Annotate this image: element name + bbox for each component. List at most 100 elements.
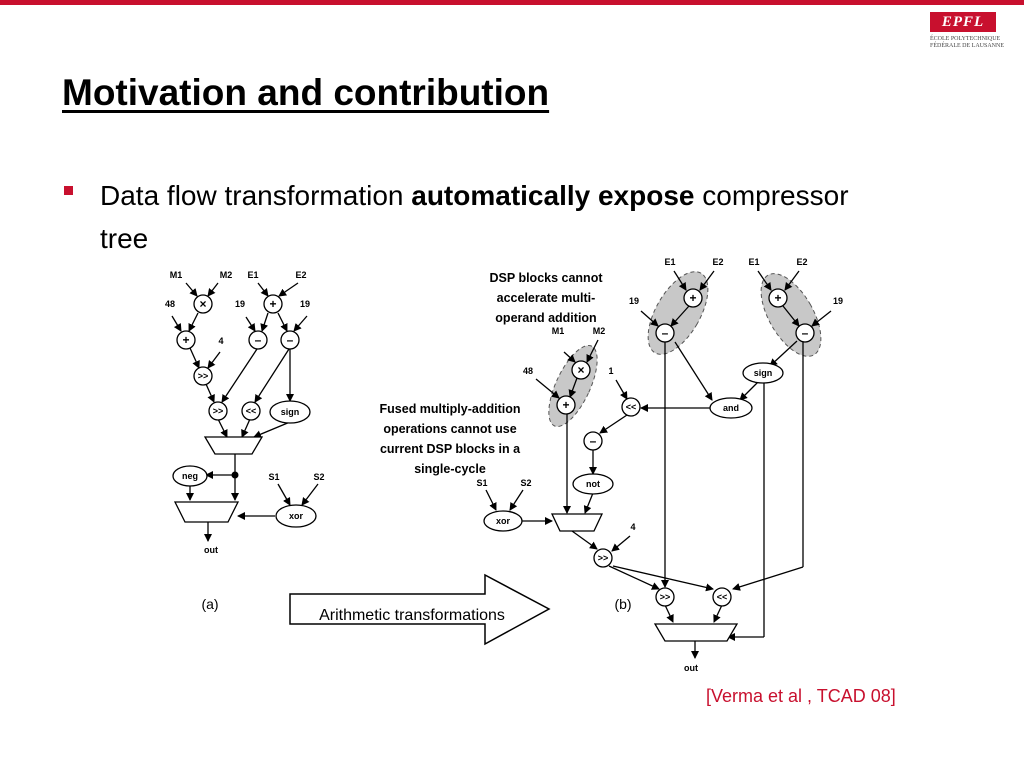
logo-line-2: FÉDÉRALE DE LAUSANNE [930, 43, 1004, 49]
b-input-e1b: E1 [748, 257, 759, 267]
a-mux1 [203, 436, 264, 455]
b-not-label: not [586, 479, 600, 489]
slide-title: Motivation and contribution [62, 72, 550, 113]
b-const-4: 4 [630, 522, 635, 532]
a-const-4: 4 [218, 336, 223, 346]
a-shl-symbol: << [246, 406, 257, 416]
b-input-m1: M1 [552, 326, 565, 336]
a-mux2 [173, 501, 240, 523]
b-add48-symbol: + [562, 398, 569, 412]
a-mul-symbol: × [199, 297, 206, 311]
b-add48-node [556, 395, 576, 415]
note-dsp-line3: operand addition [495, 311, 596, 325]
b-not-node [572, 473, 614, 495]
b-mux1 [550, 513, 604, 532]
a-input-e2: E2 [295, 270, 306, 280]
b-add2-symbol: + [774, 291, 781, 305]
a-add48-symbol: + [182, 333, 189, 347]
b-output-label: out [684, 663, 698, 673]
a-sign-node [269, 400, 311, 424]
b-highlight-3 [548, 344, 598, 428]
b-shr-mid-node [593, 548, 613, 568]
b-mul-node [571, 360, 591, 380]
a-mul-node [193, 294, 213, 314]
a-output-label: out [204, 545, 218, 555]
a-sign-label: sign [281, 407, 300, 417]
b-xor-label: xor [496, 516, 511, 526]
a-neg-node [172, 465, 208, 487]
b-sub-mid-node [583, 431, 603, 451]
note-dsp-line1: DSP blocks cannot [490, 271, 604, 285]
note-fused-line4: single-cycle [414, 462, 486, 476]
a-sub2-symbol: – [287, 333, 294, 347]
diagram-b: E1 E2 E1 E2 19 19 M1 M2 48 1 4 S1 S2 [380, 257, 843, 673]
b-input-e2b: E2 [796, 257, 807, 267]
bullet-marker [64, 186, 73, 195]
bullet-text-bold: automatically expose [411, 180, 695, 211]
logo-mark: EPFL [930, 12, 996, 32]
arrow-label: Arithmetic transformations [319, 607, 505, 624]
b-sub1-symbol: – [662, 326, 669, 340]
a-const-19b: 19 [300, 299, 310, 309]
b-and-node [709, 397, 753, 419]
b-input-s2: S2 [520, 478, 531, 488]
top-accent-bar [0, 0, 1024, 5]
a-const-19a: 19 [235, 299, 245, 309]
b-sub2-symbol: – [802, 326, 809, 340]
b-add1-node [683, 288, 703, 308]
b-add1-symbol: + [689, 291, 696, 305]
b-sub-mid-symbol: – [590, 434, 597, 448]
a-add48-node [176, 330, 196, 350]
b-shl-out-symbol: << [717, 592, 728, 602]
a-sub1-node [248, 330, 268, 350]
b-const-19a: 19 [629, 296, 639, 306]
a-shr1-symbol: >> [198, 371, 209, 381]
a-sub1-symbol: – [255, 333, 262, 347]
a-shr2-symbol: >> [213, 406, 224, 416]
a-junction-dot [231, 471, 239, 479]
a-xor-node [275, 504, 317, 528]
a-caption: (a) [201, 596, 218, 612]
b-sub1-node [655, 323, 675, 343]
b-shl-mid-node [621, 397, 641, 417]
a-input-s2: S2 [313, 472, 324, 482]
a-shr2-node [208, 401, 228, 421]
b-sub2-node [795, 323, 815, 343]
a-input-e1: E1 [247, 270, 258, 280]
a-shr1-node [193, 366, 213, 386]
b-shl-mid-symbol: << [626, 402, 637, 412]
a-input-s1: S1 [268, 472, 279, 482]
a-input-m1: M1 [170, 270, 183, 280]
b-const-1: 1 [608, 366, 613, 376]
note-fused-line3: current DSP blocks in a [380, 442, 521, 456]
note-fused-line2: operations cannot use [383, 422, 516, 436]
a-const-48: 48 [165, 299, 175, 309]
b-add2-node [768, 288, 788, 308]
a-add-node [263, 294, 283, 314]
b-mul-symbol: × [577, 363, 584, 377]
epfl-logo: EPFL ÉCOLE POLYTECHNIQUE FÉDÉRALE DE LAU… [928, 10, 1004, 52]
a-sub2-node [280, 330, 300, 350]
diagram-a: M1 M2 E1 E2 48 19 19 4 [165, 270, 325, 612]
logo-line-1: ÉCOLE POLYTECHNIQUE [930, 36, 1001, 42]
b-shr-out-node [655, 587, 675, 607]
b-input-e1a: E1 [664, 257, 675, 267]
a-neg-label: neg [182, 471, 198, 481]
a-xor-label: xor [289, 511, 304, 521]
b-const-48: 48 [523, 366, 533, 376]
b-shr-mid-symbol: >> [598, 553, 609, 563]
bullet-text-part2: compressor [694, 180, 849, 211]
a-input-m2: M2 [220, 270, 233, 280]
bullet-text-line2: tree [100, 223, 149, 254]
a-shl-node [241, 401, 261, 421]
b-shr-out-symbol: >> [660, 592, 671, 602]
b-shl-out-node [712, 587, 732, 607]
b-and-label: and [723, 403, 739, 413]
b-mux2 [653, 623, 739, 642]
b-const-19b: 19 [833, 296, 843, 306]
b-caption: (b) [614, 596, 631, 612]
citation: [Verma et al , TCAD 08] [706, 686, 896, 706]
bullet-text: Data flow transformation automatically e… [100, 174, 970, 260]
bullet-text-part1: Data flow transformation [100, 180, 412, 211]
